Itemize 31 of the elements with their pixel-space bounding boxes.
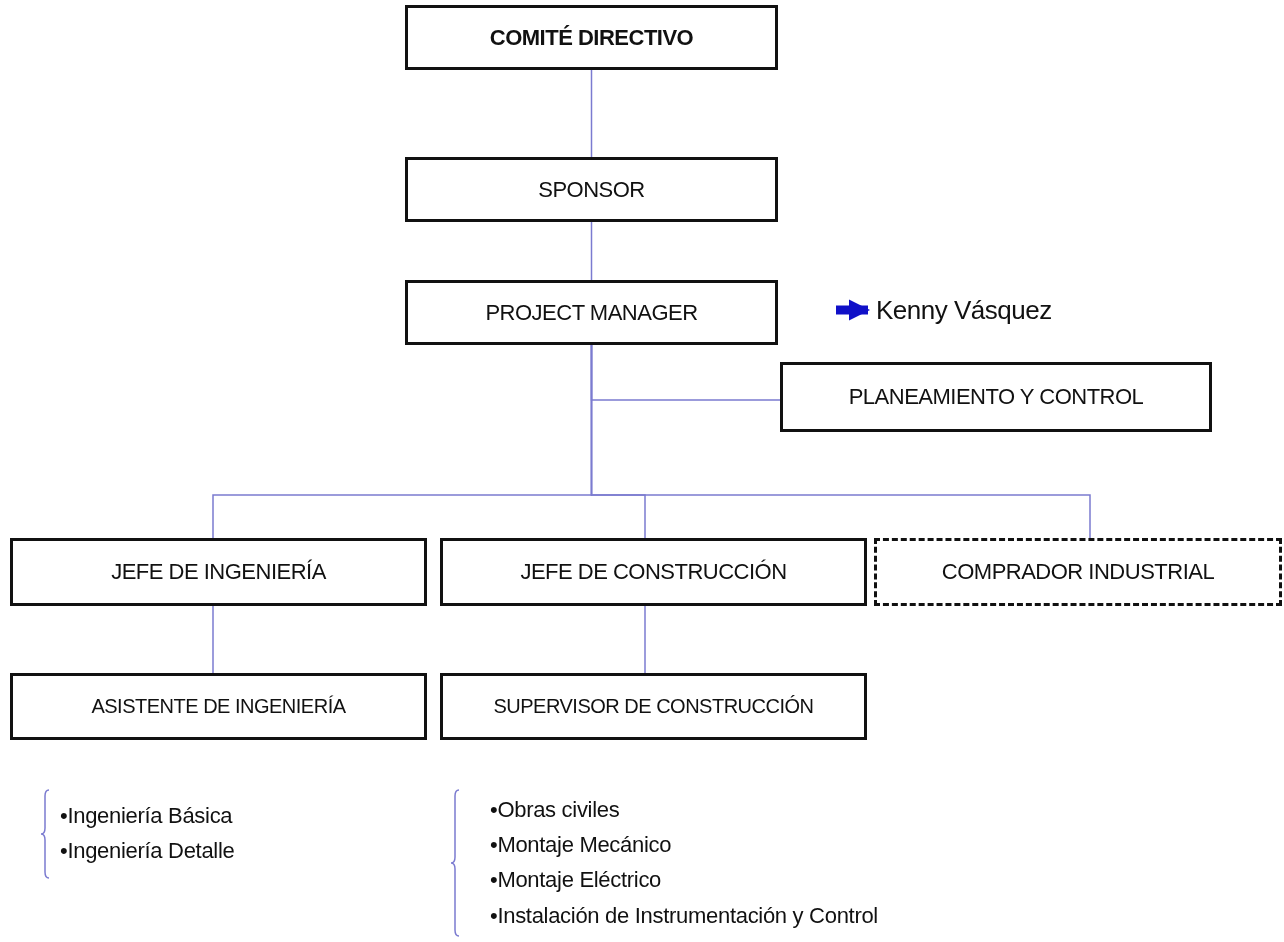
box-label: ASISTENTE DE INGENIERÍA — [91, 695, 346, 718]
box-label: SUPERVISOR DE CONSTRUCCIÓN — [493, 695, 814, 718]
person-name: Kenny Vásquez — [876, 294, 1052, 326]
box-label: PLANEAMIENTO Y CONTROL — [848, 384, 1144, 410]
connector-line — [212, 605, 214, 674]
org-box — [440, 538, 867, 606]
box-label: JEFE DE INGENIERÍA — [111, 559, 326, 585]
connector-line — [644, 605, 646, 674]
org-box — [10, 538, 427, 606]
connector-line — [590, 344, 1091, 539]
org-box — [10, 673, 427, 740]
box-label: JEFE DE CONSTRUCCIÓN — [520, 559, 787, 585]
list-item: •Instalación de Instrumentación y Control — [490, 903, 878, 929]
list-item: •Montaje Mecánico — [490, 832, 672, 858]
box-label: COMITÉ DIRECTIVO — [489, 24, 694, 51]
dashed-box — [874, 538, 1282, 606]
connector-line — [590, 69, 593, 158]
org-box — [780, 362, 1212, 432]
list-item: •Ingeniería Detalle — [60, 838, 235, 864]
box-label: SPONSOR — [538, 176, 645, 203]
arrow — [836, 299, 871, 321]
box-label: COMPRADOR INDUSTRIAL — [941, 559, 1215, 585]
list-item: •Ingeniería Básica — [60, 803, 233, 829]
org-box — [405, 280, 778, 345]
list-item: •Montaje Eléctrico — [490, 867, 662, 893]
org-box — [440, 673, 867, 740]
list-item: •Obras civiles — [490, 797, 620, 823]
org-box — [405, 157, 778, 222]
box-label: PROJECT MANAGER — [485, 299, 698, 326]
connector-line — [590, 221, 593, 281]
org-box — [405, 5, 778, 70]
